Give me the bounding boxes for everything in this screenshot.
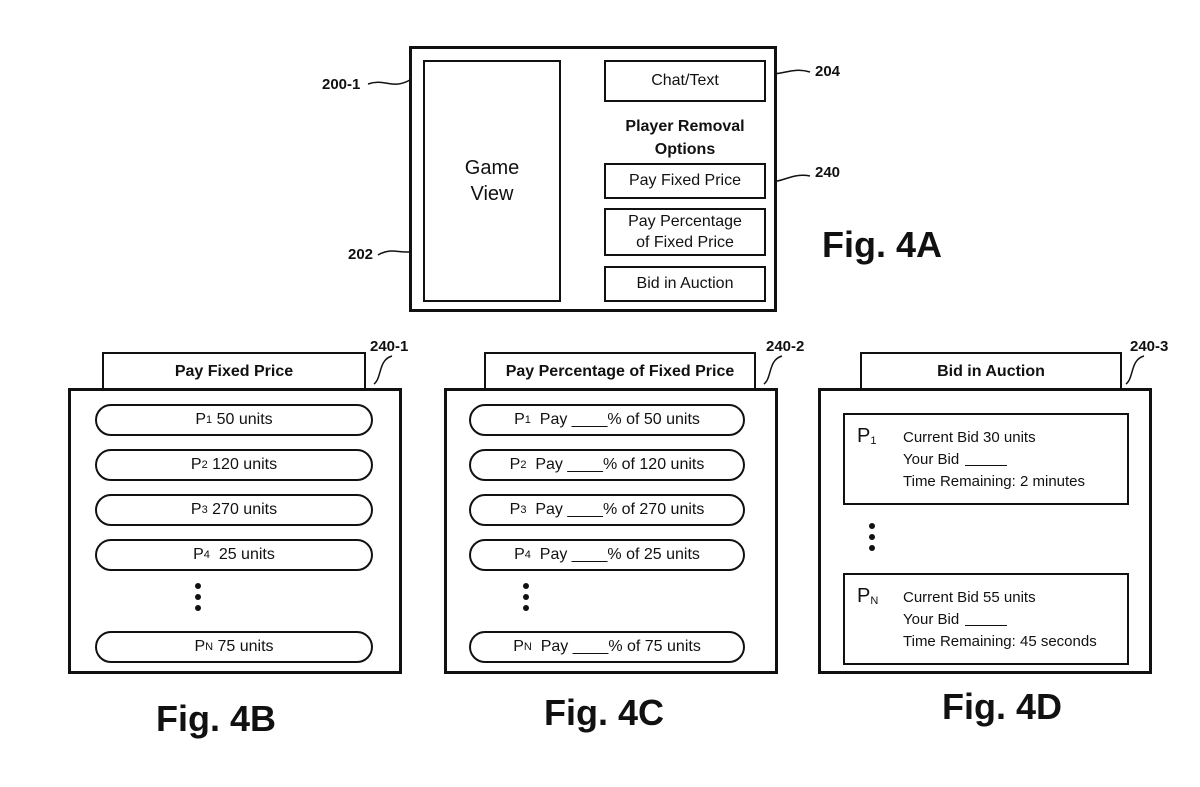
fig-4a-label: Fig. 4A [822, 224, 943, 265]
current-bid: Current Bid 30 units [903, 429, 1036, 446]
option-pay-percentage[interactable]: Pay Percentage of Fixed Price [604, 208, 766, 256]
ref-240: 240 [815, 164, 841, 181]
ref-240-1: 240-1 [370, 338, 409, 355]
auction-bid-panel[interactable]: PN Current Bid 55 units Your Bid Time Re… [843, 573, 1129, 665]
fig-4b-label: Fig. 4B [156, 698, 277, 739]
current-bid: Current Bid 55 units [903, 589, 1036, 606]
ref-204: 204 [815, 63, 841, 80]
player-label: P1 [857, 425, 877, 447]
game-screen: Game View Chat/Text Player Removal Optio… [409, 46, 777, 312]
fig-4c-label: Fig. 4C [544, 692, 665, 733]
your-bid-row: Your Bid [903, 609, 1097, 631]
option-bid-in-auction[interactable]: Bid in Auction [604, 266, 766, 302]
pay-percentage-header: Pay Percentage of Fixed Price [484, 352, 756, 390]
chat-text-box[interactable]: Chat/Text [604, 60, 766, 102]
your-bid-input[interactable] [965, 625, 1008, 626]
ellipsis-dots [523, 583, 529, 616]
ellipsis-dots [869, 523, 875, 556]
time-remaining: Time Remaining: 2 minutes [903, 473, 1086, 490]
ref-200-1: 200-1 [322, 76, 361, 93]
ellipsis-dots [195, 583, 201, 616]
time-remaining: Time Remaining: 45 seconds [903, 633, 1097, 650]
ref-202: 202 [348, 246, 374, 263]
your-bid-row: Your Bid [903, 449, 1085, 471]
ref-240-3: 240-3 [1130, 338, 1169, 355]
your-bid-input[interactable] [965, 465, 1008, 466]
bid-in-auction-header: Bid in Auction [860, 352, 1122, 390]
option-pay-fixed-price[interactable]: Pay Fixed Price [604, 163, 766, 199]
player-removal-options-title: Player Removal Options [625, 118, 745, 158]
bid-in-auction-panel: P1 Current Bid 30 units Your Bid Time Re… [818, 388, 1152, 674]
auction-bid-panel[interactable]: P1 Current Bid 30 units Your Bid Time Re… [843, 413, 1129, 505]
ref-240-2: 240-2 [766, 338, 805, 355]
game-view-pane[interactable]: Game View [423, 60, 561, 302]
fig-4d-label: Fig. 4D [942, 686, 1063, 727]
player-label: PN [857, 585, 879, 607]
pay-fixed-price-header: Pay Fixed Price [102, 352, 366, 390]
